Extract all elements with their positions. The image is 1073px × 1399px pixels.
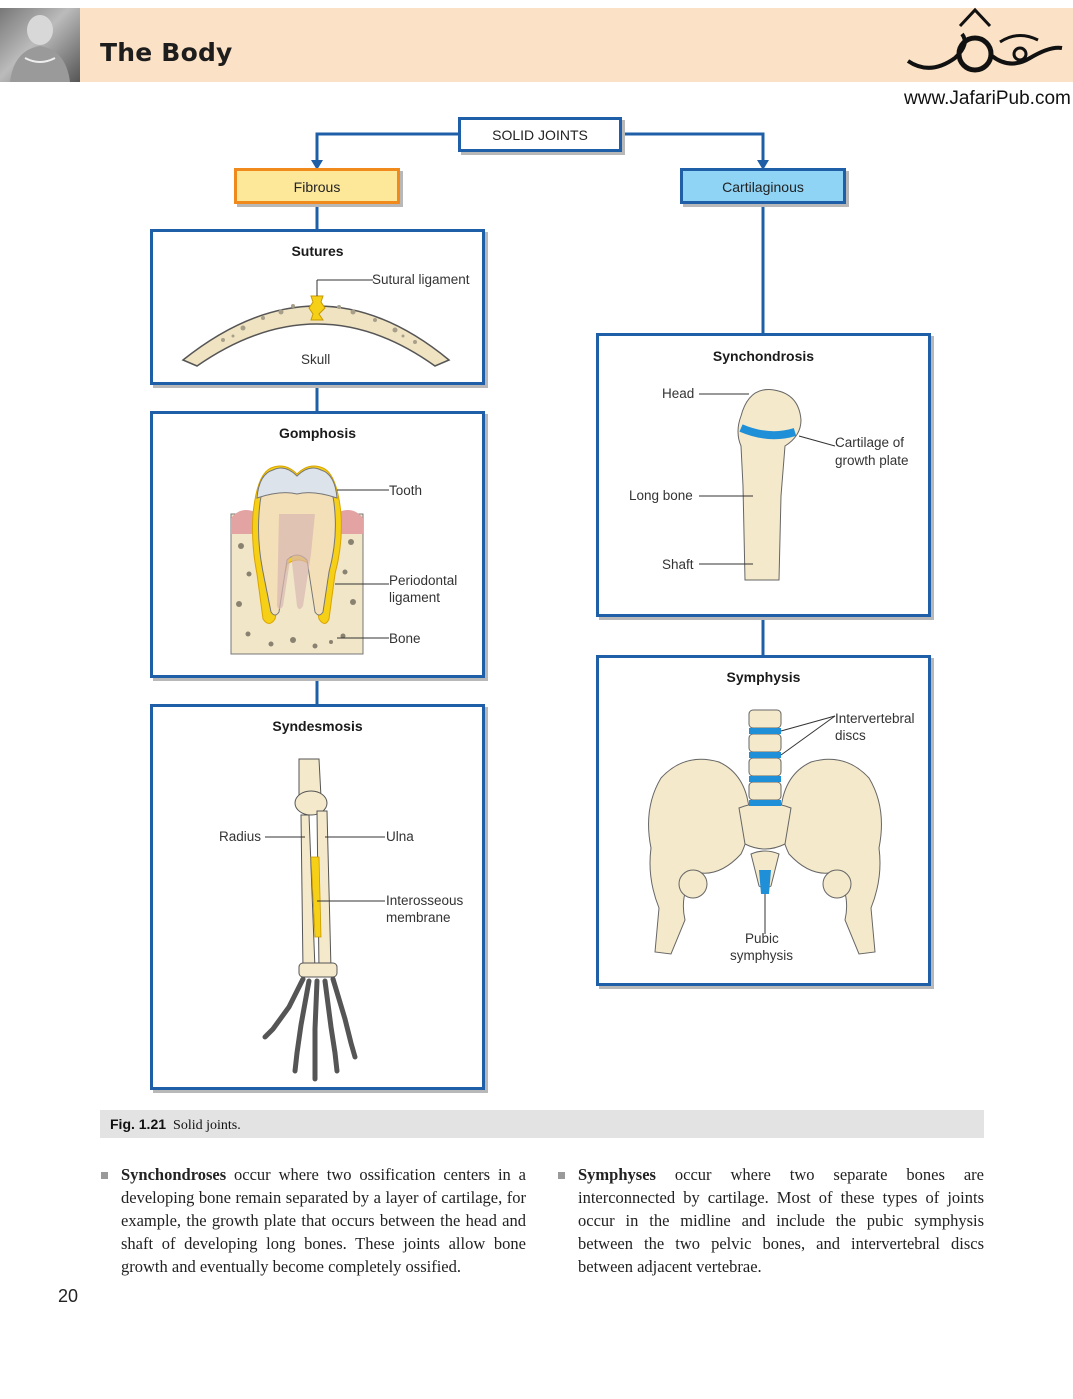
fibrous-label: Fibrous <box>293 179 341 195</box>
figure-caption: Fig. 1.21 Solid joints. <box>110 1116 241 1134</box>
text-synchondroses: occur where two ossification centers in … <box>121 1165 526 1276</box>
synchondrosis-title: Synchondrosis <box>712 348 815 364</box>
bone-label: Bone <box>389 631 421 646</box>
sutures-panel: Sutures Sutural ligament Skull <box>150 229 485 385</box>
skull-illustration <box>181 279 451 367</box>
radius-label: Radius <box>219 829 262 844</box>
tooth-label: Tooth <box>389 483 423 498</box>
figure-caption-bar <box>100 1110 984 1138</box>
pelvis-illustration <box>648 709 882 955</box>
header-band <box>80 8 1073 82</box>
page-header-title: The Body <box>100 38 233 67</box>
cartilaginous-label: Cartilaginous <box>722 179 804 195</box>
solid-joints-label: SOLID JOINTS <box>492 127 588 143</box>
sutures-title: Sutures <box>291 243 344 259</box>
figure-caption-text: Solid joints. <box>173 1118 241 1133</box>
publisher-logo <box>900 6 1068 86</box>
text-symphyses: occur where two separate bones are inter… <box>578 1165 984 1276</box>
gomphosis-title: Gomphosis <box>278 425 356 441</box>
term-symphyses: Symphyses <box>578 1165 656 1184</box>
fibrous-box: Fibrous <box>234 168 400 204</box>
paragraph-symphyses: Symphyses occur where two separate bones… <box>578 1163 984 1278</box>
syndesmosis-panel: Syndesmosis Radius Ulna Interosseous mem… <box>150 704 485 1090</box>
paragraph-synchondroses: Synchondroses occur where two ossificati… <box>121 1163 526 1278</box>
intervertebral-label: Intervertebral <box>835 711 915 726</box>
ligament-label: ligament <box>389 590 441 605</box>
bullet-left <box>101 1172 108 1179</box>
diagram-connectors <box>311 132 769 705</box>
skull-label: Skull <box>301 352 331 367</box>
long-bone-label: Long bone <box>629 488 693 503</box>
syndesmosis-title: Syndesmosis <box>272 718 363 734</box>
membrane-label: membrane <box>386 910 451 925</box>
symphysis-title: Symphysis <box>726 669 801 685</box>
figure-number: Fig. 1.21 <box>110 1116 167 1132</box>
growth-plate-label: growth plate <box>835 453 909 468</box>
tooth-illustration <box>230 465 389 655</box>
symphysis-panel: Symphysis Intervertebral discs P <box>596 655 931 986</box>
symphysis-label: symphysis <box>730 948 794 963</box>
page-number: 20 <box>58 1286 79 1306</box>
periodontal-label: Periodontal <box>389 573 458 588</box>
cartilaginous-box: Cartilaginous <box>680 168 846 204</box>
sutural-ligament-label: Sutural ligament <box>372 272 470 287</box>
pubic-label: Pubic <box>745 931 779 946</box>
ulna-label: Ulna <box>386 829 414 844</box>
synchondrosis-panel: Synchondrosis Head Cartilage of growth p… <box>596 333 931 617</box>
discs-label: discs <box>835 728 866 743</box>
publisher-url: www.JafariPub.com <box>904 88 1071 109</box>
bullet-right <box>558 1172 565 1179</box>
shaft-label: Shaft <box>662 557 694 572</box>
forearm-illustration <box>262 758 385 1082</box>
term-synchondroses: Synchondroses <box>121 1165 227 1184</box>
cartilage-of-label: Cartilage of <box>835 435 905 450</box>
gomphosis-panel: Gomphosis Tooth Periodontal ligament Bon… <box>150 411 485 678</box>
header-photo <box>0 8 80 82</box>
head-label: Head <box>662 386 695 401</box>
long-bone-illustration <box>699 389 836 581</box>
solid-joints-box: SOLID JOINTS <box>458 117 622 152</box>
interosseous-label: Interosseous <box>386 893 464 908</box>
